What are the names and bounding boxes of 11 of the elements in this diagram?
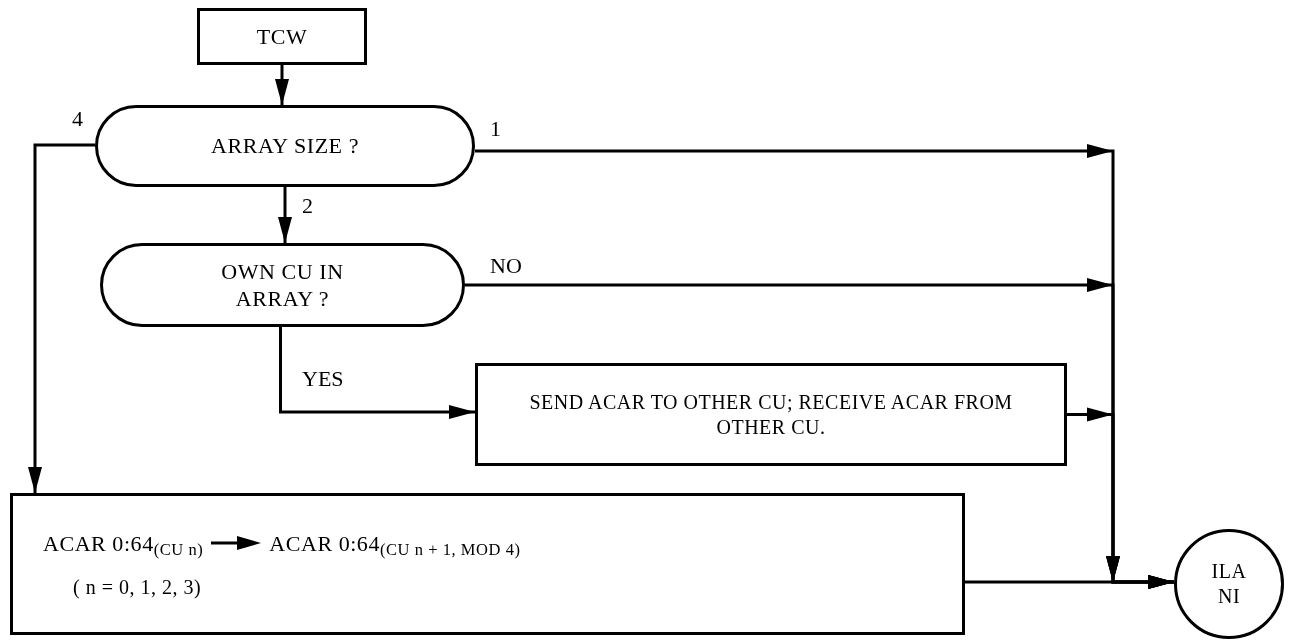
node-label: ARRAY SIZE ? bbox=[211, 132, 359, 160]
node-label: TCW bbox=[256, 22, 308, 51]
node-label: SEND ACAR TO OTHER CU; RECEIVE ACAR FROM OTHER CU. bbox=[528, 389, 1014, 440]
formula-text: ACAR 0:64$_{(CU n)}$ bbox=[43, 529, 204, 560]
process-box bbox=[475, 363, 1067, 466]
formula-text: ( n = 0, 1, 2, 3) bbox=[72, 574, 202, 601]
node-label: ILA NI bbox=[1210, 559, 1248, 609]
process-box bbox=[10, 493, 965, 635]
process-box bbox=[197, 8, 367, 65]
formula-text: ACAR 0:64$_{(CU n + 1, MOD 4)}$ bbox=[269, 529, 521, 560]
node-label: OWN CU IN ARRAY ? bbox=[220, 257, 345, 313]
